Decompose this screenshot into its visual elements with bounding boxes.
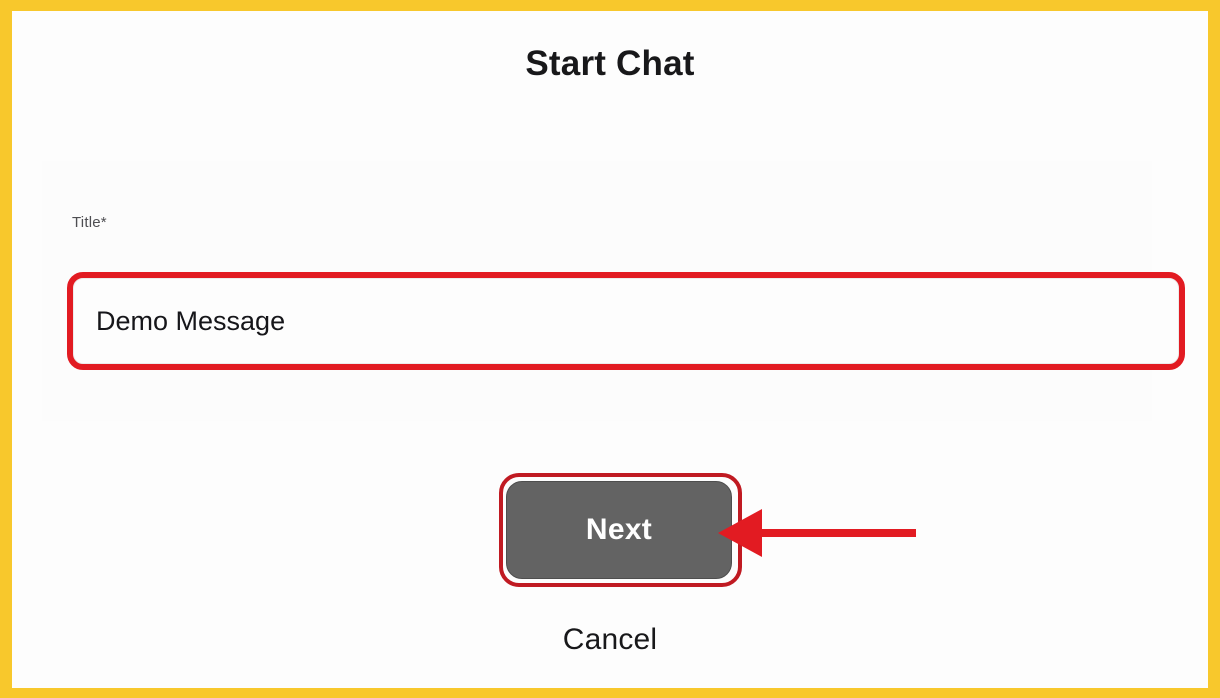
page-title: Start Chat — [525, 44, 695, 83]
next-button[interactable]: Next — [506, 481, 732, 579]
annotation-arrow-icon — [718, 509, 916, 557]
title-field-label: Title* — [72, 214, 107, 231]
cancel-button[interactable]: Cancel — [12, 623, 1208, 657]
title-input[interactable] — [73, 278, 1179, 364]
title-field-group: Title* — [67, 214, 1185, 232]
start-chat-dialog: Start Chat Title* Next Cancel — [12, 11, 1208, 688]
